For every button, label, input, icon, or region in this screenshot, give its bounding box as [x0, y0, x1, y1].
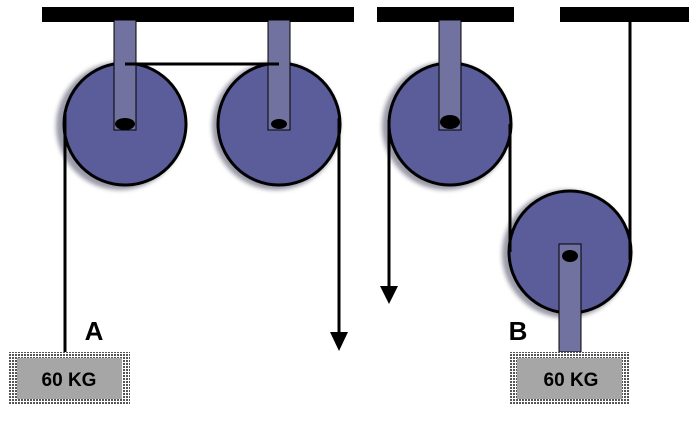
system-a: 60 KG A	[9, 19, 348, 405]
weight-b: 60 KG	[509, 352, 630, 405]
ceiling-bar-b-right	[560, 7, 689, 22]
pulley-axle	[440, 115, 460, 129]
pulley-mount	[113, 19, 137, 131]
system-label-b: B	[509, 316, 528, 346]
system-label-a: A	[85, 316, 104, 346]
ceiling-bar-b-left	[377, 7, 514, 22]
system-b: 60 KG B	[380, 19, 633, 405]
pulley-b-movable	[502, 189, 633, 353]
pulley-axle	[115, 118, 135, 130]
pulley-mount	[267, 19, 291, 131]
weight-label-a: 60 KG	[42, 370, 97, 391]
pulley-a2	[212, 19, 342, 190]
ceiling-bar-a	[42, 7, 354, 22]
pulley-b-fixed	[382, 19, 513, 190]
weight-a: 60 KG	[9, 352, 130, 405]
pulley-a1	[56, 19, 188, 190]
weight-face	[517, 358, 622, 399]
weight-label-b: 60 KG	[544, 370, 599, 391]
arrow-down-icon	[330, 332, 348, 351]
pulley-mount	[438, 19, 462, 131]
pulley-axle	[562, 250, 578, 262]
pulley-axle	[271, 119, 287, 129]
arrow-down-icon	[380, 286, 398, 304]
weight-face	[17, 358, 122, 399]
